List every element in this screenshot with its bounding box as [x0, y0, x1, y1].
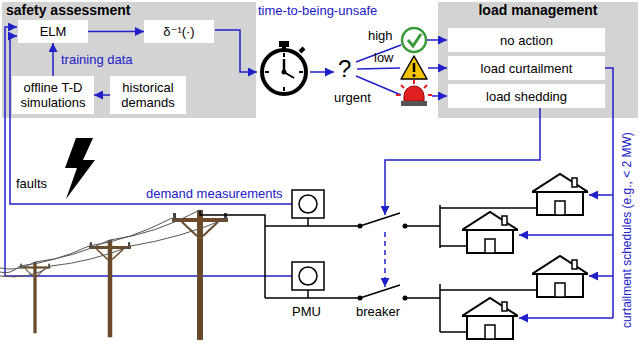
text-label: breaker — [356, 304, 400, 319]
process-box: load curtailment — [448, 56, 605, 80]
flow-arrow — [432, 95, 447, 97]
control-arrow — [519, 234, 613, 236]
box-label: offline T-D simulations — [17, 80, 89, 110]
box-label: no action — [500, 33, 553, 48]
power-pole — [20, 262, 51, 334]
box-label: ELM — [40, 24, 67, 39]
control-arrow — [589, 194, 613, 196]
box-label: load shedding — [486, 89, 567, 104]
box-label: historical demands — [115, 80, 181, 110]
control-arrow — [384, 232, 386, 287]
warning-icon — [401, 56, 427, 79]
process-box: no action — [448, 28, 605, 52]
pmu-symbol — [292, 190, 324, 290]
panel: load management no action load curtailment… — [438, 2, 638, 118]
house-icon — [532, 256, 588, 297]
box-label: load curtailment — [481, 61, 573, 76]
process-box: δ⁻¹(·) — [144, 20, 214, 43]
text-label: ? — [338, 55, 351, 83]
siren-icon — [396, 80, 432, 106]
text-label: curtailment schedules (e.g., < 2 MW) — [619, 132, 635, 328]
panel-title: load management — [438, 2, 638, 18]
connector — [88, 31, 144, 33]
text-label: urgent — [334, 90, 371, 105]
text-label: PMU — [292, 304, 321, 319]
house-icon — [532, 174, 588, 215]
panel-ground — [2, 2, 256, 118]
measurement-line — [10, 36, 292, 204]
measurement-line — [5, 27, 292, 276]
process-box: historical demands — [110, 76, 186, 114]
control-line — [605, 68, 613, 318]
panel-title: safety assessment — [2, 2, 256, 18]
check-icon — [402, 28, 426, 52]
house-icon — [462, 212, 518, 253]
process-box: ELM — [18, 20, 88, 43]
branch-line — [357, 68, 400, 69]
process-box: offline T-D simulations — [12, 76, 94, 114]
power-wires — [0, 210, 228, 277]
process-box: load shedding — [448, 84, 605, 108]
power-pole — [89, 240, 131, 338]
stopwatch-icon — [262, 41, 306, 94]
text-label: faults — [16, 176, 47, 191]
flow-arrow — [427, 39, 447, 41]
panel-ground — [438, 2, 638, 118]
lightning-bolt — [65, 138, 95, 199]
flow-arrow — [215, 30, 257, 72]
text-label: high — [368, 28, 393, 43]
text-label: low — [374, 50, 394, 65]
edge-label: training data — [61, 52, 133, 67]
box-label: δ⁻¹(·) — [163, 24, 194, 39]
house-icon — [462, 298, 518, 339]
control-arrow — [589, 275, 613, 277]
connector — [52, 43, 54, 76]
connector — [94, 94, 110, 96]
flow-arrow — [428, 67, 447, 69]
flow-arrow — [310, 71, 334, 73]
text-label: time-to-being-unsafe — [258, 3, 377, 18]
power-pole — [172, 210, 228, 340]
text-label: demand measurements — [146, 186, 283, 201]
control-arrow — [385, 108, 540, 215]
control-arrow — [519, 317, 613, 319]
